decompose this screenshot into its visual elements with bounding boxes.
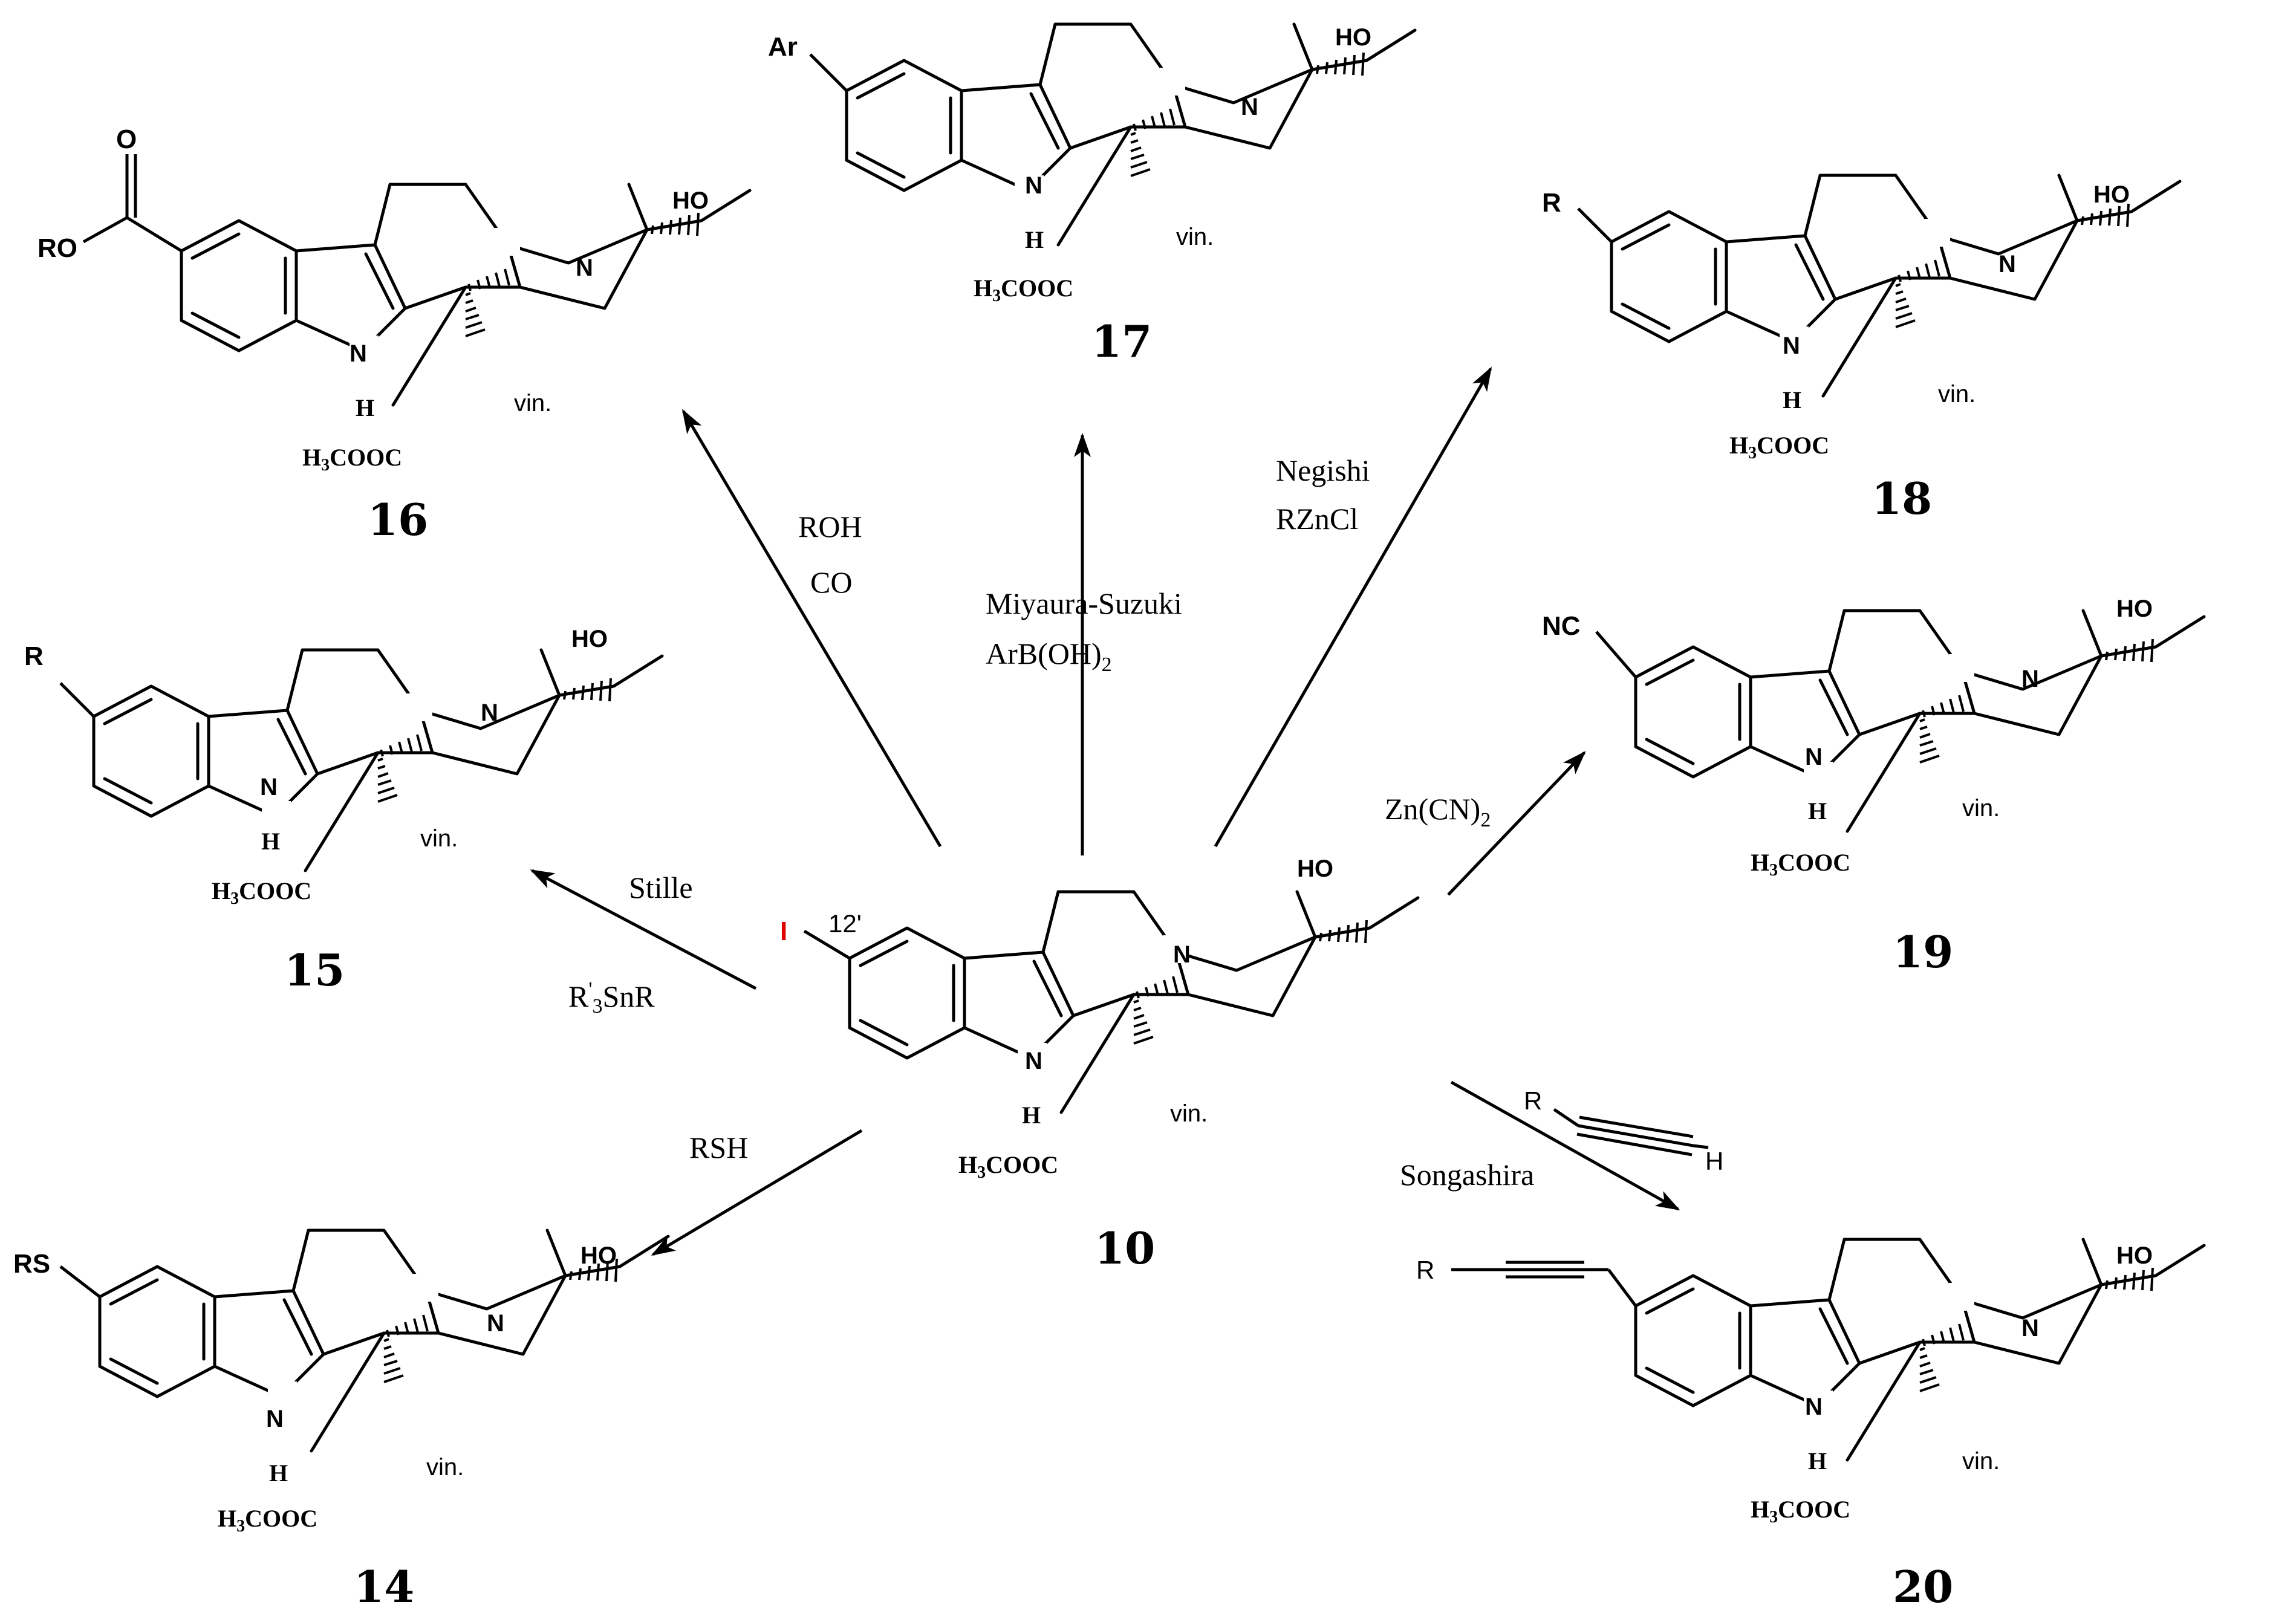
vinyl-14: vin. — [426, 1454, 464, 1481]
ester-15: H3COOC — [212, 877, 311, 908]
indole-n-15: N — [260, 774, 278, 800]
vinyl-10: vin. — [1170, 1100, 1208, 1127]
amine-n-16: N — [576, 255, 593, 281]
indole-h-10: H — [1022, 1102, 1041, 1129]
reagent-to20-name: Songashira — [1400, 1158, 1534, 1192]
compound-number-14: 14 — [354, 1561, 414, 1612]
reaction-arrows — [530, 366, 1680, 1256]
hydroxyl-16: HO — [672, 187, 709, 214]
amine-n-14: N — [487, 1310, 504, 1337]
compound-number-15: 15 — [284, 944, 345, 996]
substituent-14: RS — [13, 1249, 50, 1279]
vinyl-15: vin. — [420, 825, 458, 852]
amine-n-15: N — [481, 699, 498, 726]
substituent-20: R — [1416, 1256, 1434, 1284]
vinyl-16: vin. — [514, 390, 551, 417]
compound-14: N N H HO vin. H3COOC RS 14 — [13, 1230, 668, 1612]
compound-19: N N H HO vin. H3COOC NC 19 — [1542, 596, 2204, 978]
arrow-to-18 — [1214, 366, 1492, 848]
indole-n-10: N — [1025, 1048, 1042, 1074]
ester-10: H3COOC — [958, 1151, 1058, 1182]
indole-n-14: N — [266, 1406, 284, 1432]
reagent-to16-line1: ROH — [798, 510, 862, 544]
hydroxyl-18: HO — [2093, 181, 2130, 208]
ester-20: H3COOC — [1751, 1496, 1850, 1527]
ester-14: H3COOC — [218, 1505, 317, 1536]
reagent-to17-name: Miyaura-Suzuki — [986, 586, 1182, 620]
vinyl-19: vin. — [1962, 795, 2000, 822]
reagent-to18-line1: RZnCl — [1276, 502, 1358, 536]
iodo-substituent: I — [780, 917, 787, 946]
compound-18: N N H HO vin. H3COOC R 18 — [1542, 175, 2180, 524]
amine-n-10: N — [1173, 941, 1191, 968]
indole-h-15: H — [261, 828, 280, 855]
substituent-16: RO — [37, 233, 77, 263]
indole-h-18: H — [1783, 386, 1801, 414]
ester-16: H3COOC — [302, 444, 402, 475]
indole-n-18: N — [1783, 333, 1800, 359]
arrow-to-20 — [1450, 1080, 1680, 1211]
ester-19: H3COOC — [1751, 849, 1850, 880]
indole-h-16: H — [356, 394, 374, 421]
amine-n-17: N — [1241, 94, 1258, 120]
substituent-17: Ar — [768, 32, 798, 62]
hydroxyl-10: HO — [1297, 855, 1333, 882]
reagent-to16-line2: CO — [810, 565, 852, 599]
indole-h-19: H — [1808, 797, 1827, 825]
vinyl-18: vin. — [1938, 381, 1976, 407]
substituent-18: R — [1542, 188, 1561, 218]
compound-number-17: 17 — [1091, 316, 1152, 367]
amine-n-19: N — [2021, 666, 2039, 692]
ester-18: H3COOC — [1729, 432, 1829, 462]
reagent-labels: ROH CO Miyaura-Suzuki ArB(OH)2 Negishi R… — [568, 453, 1723, 1192]
indole-n-19: N — [1805, 744, 1823, 770]
reagent-to18-name: Negishi — [1276, 453, 1370, 487]
vinyl-17: vin. — [1176, 224, 1214, 250]
compound-number-20: 20 — [1893, 1561, 1953, 1612]
compound-number-16: 16 — [368, 494, 428, 545]
hydroxyl-19: HO — [2116, 596, 2153, 622]
hydroxyl-17: HO — [1335, 24, 1371, 51]
alkyne-reagent-right: H — [1705, 1147, 1723, 1175]
hydroxyl-15: HO — [571, 626, 608, 652]
vinyl-20: vin. — [1962, 1448, 2000, 1475]
indole-n-20: N — [1805, 1394, 1823, 1420]
hydroxyl-14: HO — [581, 1242, 617, 1269]
indole-h-17: H — [1025, 226, 1044, 253]
indole-n-16: N — [350, 340, 367, 367]
compound-number-10: 10 — [1094, 1222, 1155, 1274]
indole-n-17: N — [1025, 172, 1042, 199]
hydroxyl-20: HO — [2116, 1242, 2153, 1269]
compound-20: N N H HO vin. H3COOC R 20 — [1416, 1239, 2204, 1612]
substituent-15: R — [24, 641, 44, 671]
reagent-to15-line1: R'3SnR — [568, 978, 655, 1017]
arrow-to-16 — [681, 409, 942, 848]
indole-h-14: H — [269, 1459, 288, 1487]
substituent-19: NC — [1542, 611, 1581, 641]
arrow-to-14 — [651, 1129, 863, 1256]
indole-h-20: H — [1808, 1447, 1827, 1475]
reagent-to17-line1: ArB(OH)2 — [986, 637, 1112, 676]
compound-17: N N H HO vin. H3COOC Ar 17 — [768, 24, 1415, 367]
arrow-to-15 — [530, 869, 757, 990]
compound-number-18: 18 — [1872, 473, 1932, 524]
carbonyl-oxygen-16: O — [116, 125, 137, 154]
position-label-12: 12' — [828, 909, 862, 938]
compound-10: N N H HO vin. H3COOC I 12' 10 — [780, 855, 1418, 1274]
alkyne-reagent-left: R — [1524, 1086, 1542, 1115]
reagent-to15-name: Stille — [629, 871, 693, 904]
amine-n-18: N — [1998, 251, 2016, 277]
reagent-to14-line1: RSH — [689, 1131, 748, 1164]
compound-15: N N H HO vin. H3COOC R 15 — [24, 626, 662, 996]
amine-n-20: N — [2021, 1315, 2039, 1342]
compound-16: N N H HO vin. H3COOC O RO 16 — [37, 125, 750, 545]
alkyne-reagent — [1553, 1108, 1709, 1157]
ester-17: H3COOC — [974, 274, 1073, 305]
compound-number-19: 19 — [1893, 926, 1953, 978]
reagent-to19-line1: Zn(CN)2 — [1385, 792, 1491, 831]
arrow-to-19 — [1447, 751, 1586, 896]
